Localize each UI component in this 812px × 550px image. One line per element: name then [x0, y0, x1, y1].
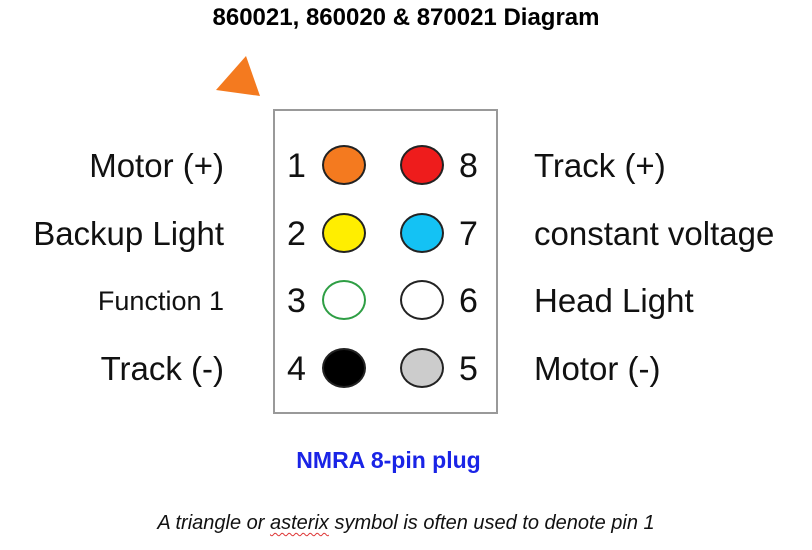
pin-1-dot — [322, 145, 366, 185]
pin-3-number: 3 — [287, 282, 306, 320]
plug-outline — [273, 109, 498, 414]
diagram-title: 860021, 860020 & 870021 Diagram — [212, 4, 600, 31]
pin-8-dot — [400, 145, 444, 185]
pin-6-label: Head Light — [534, 282, 694, 319]
pin-3-dot — [322, 280, 366, 320]
pin-6-dot — [400, 280, 444, 320]
footnote: A triangle or asterix symbol is often us… — [0, 512, 812, 535]
pin-5-number: 5 — [459, 350, 478, 388]
pin-4-dot — [322, 348, 366, 388]
pin-3-label: Function 1 — [97, 286, 224, 316]
triangle-icon — [216, 56, 260, 96]
pin-8-label: Track (+) — [534, 147, 666, 184]
pin-1-number: 1 — [287, 147, 306, 185]
pin-8-number: 8 — [459, 147, 478, 185]
pin-2-label: Backup Light — [33, 215, 224, 252]
pin-6-number: 6 — [459, 282, 478, 320]
plug-caption: NMRA 8-pin plug — [296, 447, 481, 473]
pin-4-label: Track (-) — [100, 350, 224, 387]
pin-7-dot — [400, 213, 444, 253]
pin-4-number: 4 — [287, 350, 306, 388]
pin-2-dot — [322, 213, 366, 253]
pin-7-label: constant voltage — [534, 215, 775, 252]
pin-5-dot — [400, 348, 444, 388]
pin-1-label: Motor (+) — [89, 147, 224, 184]
footnote-flagged-word: asterix — [269, 512, 329, 534]
pin-5-label: Motor (-) — [534, 350, 661, 387]
footnote-text-start: A triangle or — [157, 512, 270, 534]
pin-2-number: 2 — [287, 215, 306, 253]
pin-7-number: 7 — [459, 215, 478, 253]
footnote-text-end: symbol is often used to denote pin 1 — [328, 512, 655, 534]
